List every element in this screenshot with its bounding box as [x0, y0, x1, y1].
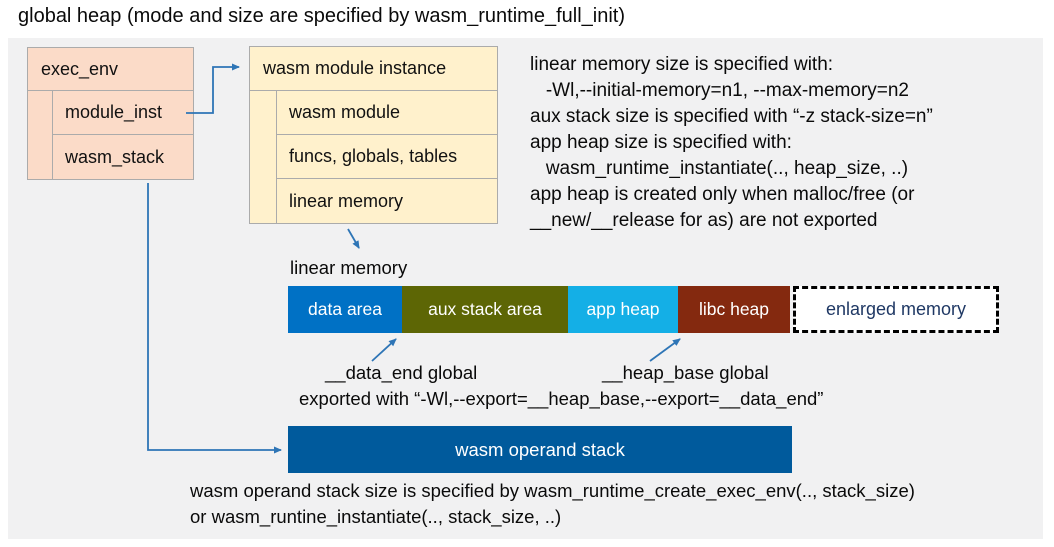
note-line: app heap is created only when malloc/fre…	[530, 184, 915, 205]
notes-block: linear memory size is specified with: -W…	[530, 52, 933, 234]
footer-notes: wasm operand stack size is specified by …	[190, 478, 915, 530]
exec-env-row-wasm-stack: wasm_stack	[52, 135, 193, 179]
row-linear-memory: linear memory	[276, 179, 497, 223]
wasm-operand-stack-bar: wasm operand stack	[288, 426, 792, 473]
note-line: wasm_runtime_instantiate(.., heap_size, …	[530, 158, 909, 179]
row-wasm-module: wasm module	[276, 91, 497, 135]
note-line: -Wl,--initial-memory=n1, --max-memory=n2	[530, 80, 909, 101]
segment-data-area: data area	[288, 286, 402, 333]
wasm-module-instance-header: wasm module instance	[250, 47, 497, 91]
note-line: __new/__release for as) are not exported	[530, 210, 878, 231]
footer-line: or wasm_runtine_instantiate(.., stack_si…	[190, 506, 562, 527]
exported-flags-label: exported with “-Wl,--export=__heap_base,…	[299, 388, 824, 409]
segment-aux-stack-area: aux stack area	[402, 286, 568, 333]
exec-env-rows: module_inst wasm_stack	[52, 91, 193, 179]
row-funcs-globals-tables: funcs, globals, tables	[276, 135, 497, 179]
segment-libc-heap: libc heap	[678, 286, 790, 333]
segment-app-heap: app heap	[568, 286, 678, 333]
exec-env-box: exec_env module_inst wasm_stack	[27, 47, 194, 180]
wasm-module-instance-box: wasm module instance wasm module funcs, …	[249, 46, 498, 224]
heap-base-global-label: __heap_base global	[602, 362, 769, 383]
note-line: aux stack size is specified with “-z sta…	[530, 106, 933, 127]
exec-env-header: exec_env	[28, 48, 193, 91]
linear-memory-label: linear memory	[290, 257, 408, 278]
note-line: linear memory size is specified with:	[530, 54, 834, 75]
segment-enlarged-memory: enlarged memory	[793, 286, 999, 333]
footer-line: wasm operand stack size is specified by …	[190, 480, 915, 501]
note-line: app heap size is specified with:	[530, 132, 792, 153]
exec-env-row-module-inst: module_inst	[52, 91, 193, 135]
wasm-module-instance-rows: wasm module funcs, globals, tables linea…	[276, 91, 497, 223]
diagram-title: global heap (mode and size are specified…	[18, 5, 625, 27]
data-end-global-label: __data_end global	[325, 362, 478, 383]
